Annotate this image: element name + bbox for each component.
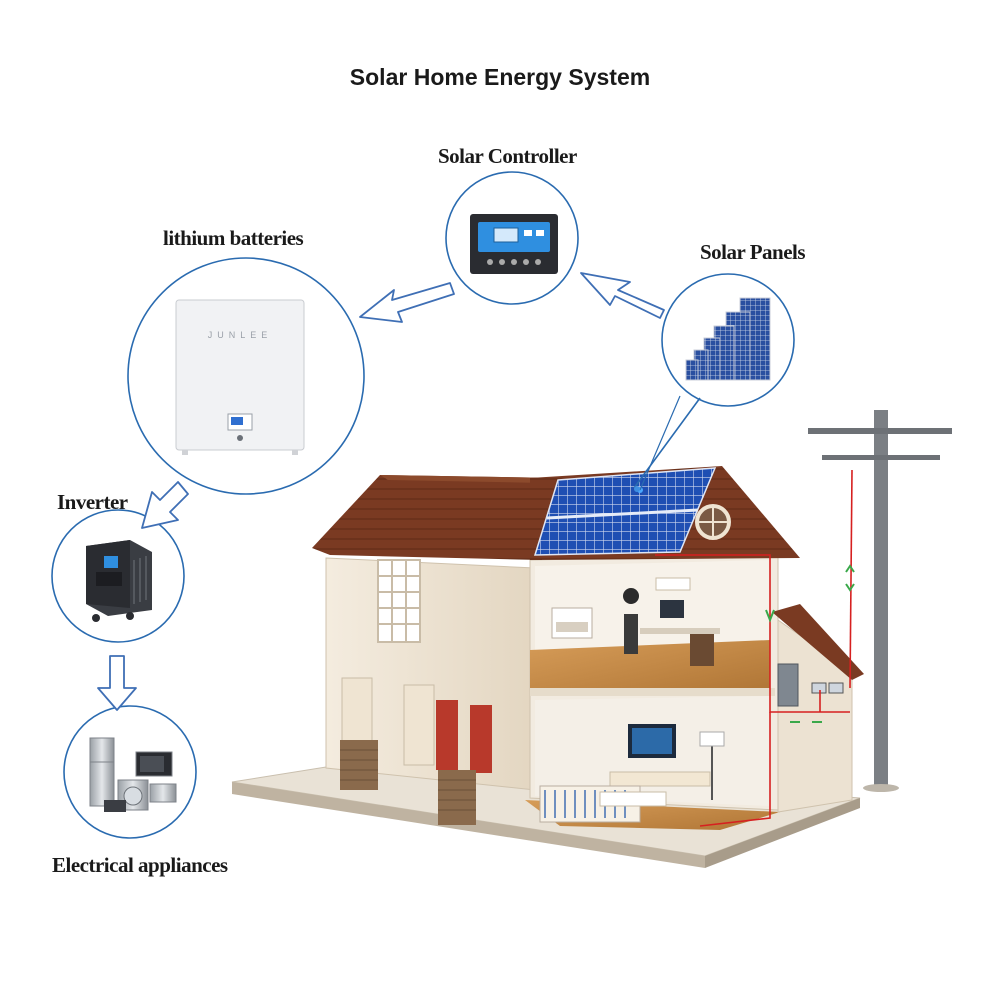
wiring (655, 469, 853, 827)
utility-pole (808, 410, 952, 792)
roof-solar-array (533, 467, 717, 556)
charge-controller-icon (470, 214, 558, 274)
label-lithium-batteries: lithium batteries (163, 226, 304, 250)
label-inverter: Inverter (57, 490, 128, 514)
panels-connector (633, 397, 701, 489)
breaker-box (777, 663, 799, 707)
controller-node (445, 171, 579, 305)
house-illustration (231, 410, 952, 868)
appliances-node (63, 705, 197, 839)
inverter-node (51, 509, 185, 643)
diagram-title: Solar Home Energy System (349, 64, 651, 90)
panels-node (661, 273, 795, 407)
arrow-batteries-to-inverter (141, 481, 189, 529)
arrow-panels-to-controller (580, 272, 665, 319)
wall-battery-icon: JUNLEE (175, 299, 305, 455)
appliances-icon (89, 737, 177, 812)
left-roof (312, 475, 560, 560)
arrow-inverter-to-appliances (97, 655, 137, 711)
batteries-node: JUNLEE (127, 257, 365, 495)
arrow-controller-to-batteries (359, 282, 455, 323)
annex-roof (772, 604, 864, 680)
label-electrical-appliances: Electrical appliances (52, 853, 228, 877)
label-solar-panels: Solar Panels (700, 240, 806, 264)
flow-arrows (97, 272, 665, 711)
inverter-icon (86, 540, 152, 622)
battery-brand: JUNLEE (208, 330, 273, 340)
label-solar-controller: Solar Controller (438, 144, 577, 168)
solar-panels-icon (685, 297, 771, 381)
